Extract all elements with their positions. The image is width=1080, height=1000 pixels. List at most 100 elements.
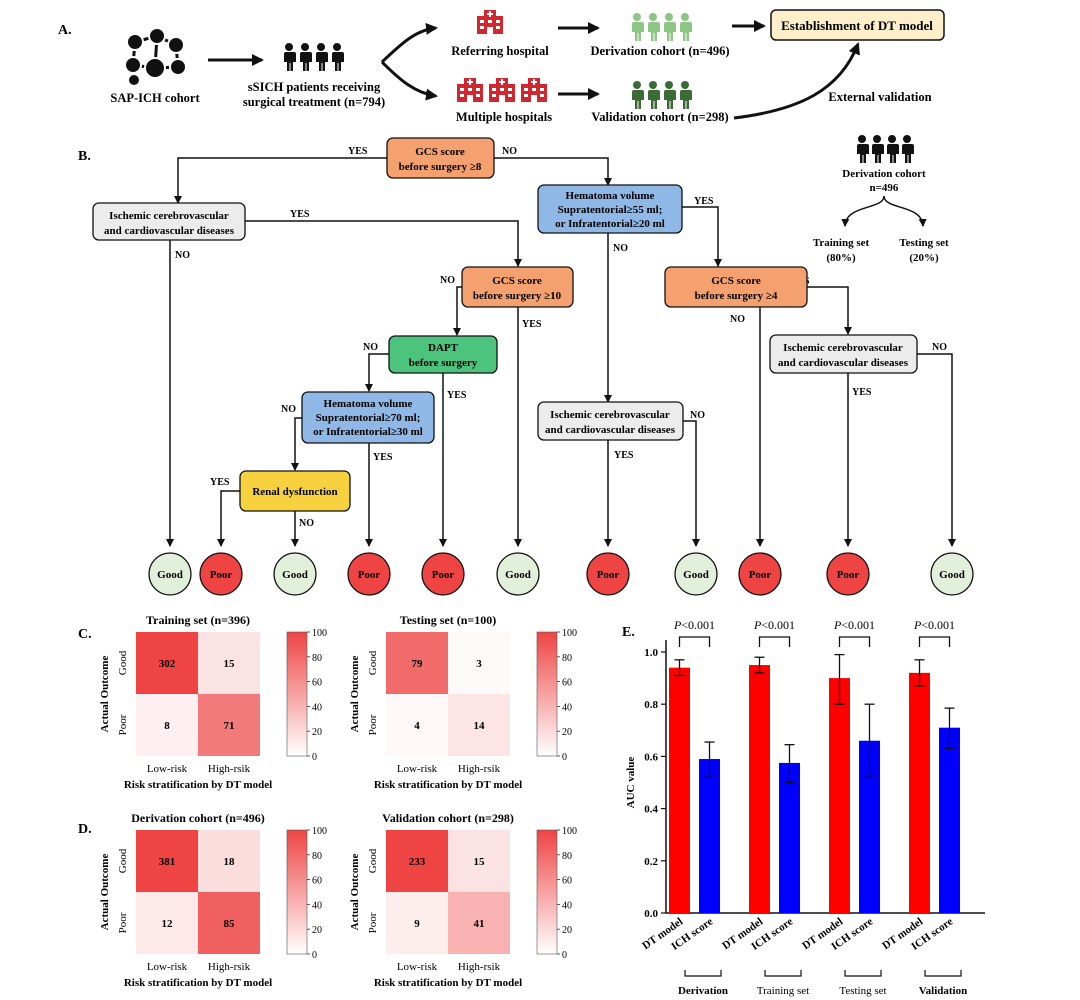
- matrix-row-label: Poor: [117, 912, 129, 933]
- colorbar-tick: 20: [312, 727, 322, 738]
- external-validation-label: External validation: [828, 90, 931, 104]
- matrix-col-label: Low-risk: [397, 961, 438, 973]
- patients-line-1: sSICH patients receiving: [248, 80, 381, 94]
- no-label: NO: [932, 342, 947, 353]
- panel-a: A. SAP-ICH cohort sSICH patients receivi…: [58, 9, 945, 124]
- no-label: NO: [299, 518, 314, 529]
- matrix-col-label: Low-risk: [147, 763, 188, 775]
- matrix-col-label: Low-risk: [147, 961, 188, 973]
- svg-text:Supratentorial≥55 ml;: Supratentorial≥55 ml;: [558, 204, 663, 216]
- panel-c-label: C.: [78, 627, 92, 642]
- matrix-cell: [448, 892, 510, 954]
- colorbar: [286, 829, 308, 955]
- leaf-label: Poor: [432, 569, 455, 581]
- matrix-cell-value: 15: [224, 658, 236, 670]
- svg-text:and cardiovascular diseases: and cardiovascular diseases: [104, 225, 235, 237]
- svg-text:before surgery ≥4: before surgery ≥4: [695, 290, 778, 302]
- svg-text:Training set: Training set: [813, 237, 870, 249]
- bar: [699, 759, 720, 913]
- matrix-x-axis-label: Risk stratification by DT model: [124, 779, 272, 791]
- leaf-label: Poor: [210, 569, 233, 581]
- y-tick-label: 1.0: [644, 647, 658, 659]
- leaf-good: Good: [930, 552, 974, 596]
- node-hv70: Hematoma volume Supratentorial≥70 ml; or…: [301, 391, 435, 444]
- tree-connectors: [166, 157, 956, 547]
- significance-bracket: [838, 636, 871, 647]
- colorbar-tick: 60: [562, 678, 572, 689]
- colorbar-tick: 20: [562, 727, 572, 738]
- yes-label: YES: [694, 196, 714, 207]
- panel-e-label: E.: [622, 625, 635, 640]
- matrix-cell: [136, 632, 198, 694]
- derivation-cohort-label: Derivation cohort (n=496): [590, 44, 729, 58]
- node-icvd-left: Ischemic cerebrovascular and cardiovascu…: [92, 202, 246, 241]
- leaf-label: Poor: [837, 569, 860, 581]
- y-tick-label: 0.8: [644, 699, 658, 711]
- colorbar-tick: 60: [312, 876, 322, 887]
- leaf-label: Good: [683, 569, 709, 581]
- svg-text:Ischemic cerebrovascular: Ischemic cerebrovascular: [550, 409, 670, 421]
- validation-cohort-label: Validation cohort (n=298): [591, 110, 728, 124]
- y-tick-label: 0.0: [644, 908, 658, 920]
- matrix-cell: [136, 892, 198, 954]
- matrix-cell: [386, 892, 448, 954]
- node-icvd-mid: Ischemic cerebrovascular and cardiovascu…: [537, 401, 684, 441]
- matrix-cell: [136, 694, 198, 756]
- matrix-cell: [448, 830, 510, 892]
- multiple-hospitals-label: Multiple hospitals: [456, 110, 552, 124]
- svg-text:and cardiovascular diseases: and cardiovascular diseases: [545, 424, 676, 436]
- leaf-label: Good: [282, 569, 308, 581]
- leaf-label: Good: [939, 569, 965, 581]
- matrix-cell-value: 14: [474, 720, 486, 732]
- leaf-poor: Poor: [421, 552, 465, 596]
- establishment-box: [770, 9, 945, 41]
- matrix-row-label: Good: [367, 848, 379, 873]
- matrix-cell: [198, 632, 260, 694]
- matrix-cell-value: 8: [164, 720, 170, 732]
- matrix-cell: [198, 694, 260, 756]
- no-label: NO: [690, 410, 705, 421]
- matrix-cell: [448, 694, 510, 756]
- no-label: NO: [613, 243, 628, 254]
- significance-bracket: [758, 636, 791, 647]
- matrix-title: Training set (n=396): [146, 613, 250, 627]
- svg-text:Ischemic cerebrovascular: Ischemic cerebrovascular: [109, 210, 229, 222]
- node-gcs8: GCS score before surgery ≥8: [386, 137, 495, 179]
- node-icvd-right: Ischemic cerebrovascular and cardiovascu…: [769, 334, 918, 374]
- yes-label: YES: [852, 387, 872, 398]
- category-label: Testing set: [839, 985, 886, 997]
- matrix-y-axis-label: Actual Outcome: [99, 656, 111, 733]
- leaf-good: Good: [273, 552, 317, 596]
- colorbar-tick: 40: [562, 900, 572, 911]
- significance-bracket: [678, 636, 711, 647]
- matrix-x-axis-label: Risk stratification by DT model: [374, 977, 522, 989]
- matrix-cell-value: 4: [414, 720, 420, 732]
- matrix-cell-value: 233: [409, 856, 426, 868]
- colorbar-tick: 60: [562, 876, 572, 887]
- yes-label: YES: [447, 390, 467, 401]
- yes-label: YES: [210, 477, 230, 488]
- matrix-row-label: Poor: [117, 714, 129, 735]
- matrix-row-label: Good: [117, 848, 129, 873]
- svg-text:Derivation cohort: Derivation cohort: [842, 168, 926, 180]
- colorbar-tick: 60: [312, 678, 322, 689]
- leaf-poor: Poor: [586, 552, 630, 596]
- y-tick-label: 0.4: [644, 804, 658, 816]
- bar: [909, 672, 930, 913]
- colorbar: [286, 631, 308, 757]
- matrix-title: Validation cohort (n=298): [382, 811, 514, 825]
- colorbar-tick: 100: [312, 826, 327, 837]
- svg-text:GCS score: GCS score: [711, 275, 761, 287]
- category-label: Derivation: [678, 985, 728, 997]
- matrix-cell-value: 12: [162, 918, 174, 930]
- significance-bracket: [918, 636, 951, 647]
- bar: [939, 727, 960, 913]
- svg-text:Supratentorial≥70 ml;: Supratentorial≥70 ml;: [316, 412, 421, 424]
- colorbar-tick: 0: [562, 950, 567, 961]
- y-tick-label: 0.2: [644, 856, 658, 868]
- matrix-y-axis-label: Actual Outcome: [349, 854, 361, 931]
- matrix-cell: [448, 632, 510, 694]
- bar: [859, 740, 880, 913]
- colorbar-tick: 0: [312, 752, 317, 763]
